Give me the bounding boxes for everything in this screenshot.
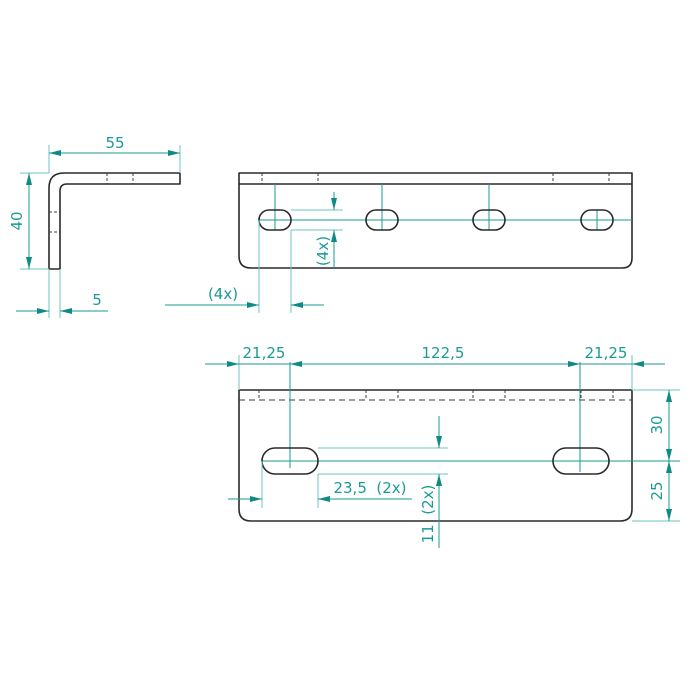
top-view: (4x) (4x) <box>165 172 633 313</box>
dim-label-center-spacing: 122,5 <box>422 344 465 362</box>
side-view: 55 40 5 <box>8 134 181 318</box>
dim-label-slot-length-2x: 23,5 (2x) <box>333 479 406 497</box>
dim-label-slot-height-4x: (4x) <box>314 236 332 266</box>
dim-label-lower-height: 25 <box>648 481 666 500</box>
dim-label-5: 5 <box>92 291 102 309</box>
dim-label-40: 40 <box>8 211 26 230</box>
front-plate-outline <box>238 389 633 522</box>
dim-label-right-offset: 21,25 <box>585 344 628 362</box>
front-slot-right <box>552 447 610 475</box>
dim-label-slot-height-2x: 11 (2x) <box>419 485 437 544</box>
dim-label-slot-width-4x: (4x) <box>208 285 238 303</box>
slot-4 <box>580 209 614 231</box>
top-plate-outline <box>238 172 633 269</box>
dim-label-upper-height: 30 <box>648 415 666 434</box>
slot-2 <box>365 209 399 231</box>
front-view: 21,25 122,5 21,25 30 25 23,5 (2x) 11 (2x… <box>205 344 680 548</box>
dim-label-left-offset: 21,25 <box>243 344 286 362</box>
l-profile-outline <box>48 172 181 270</box>
dim-label-55: 55 <box>105 134 124 152</box>
slot-3 <box>472 209 506 231</box>
